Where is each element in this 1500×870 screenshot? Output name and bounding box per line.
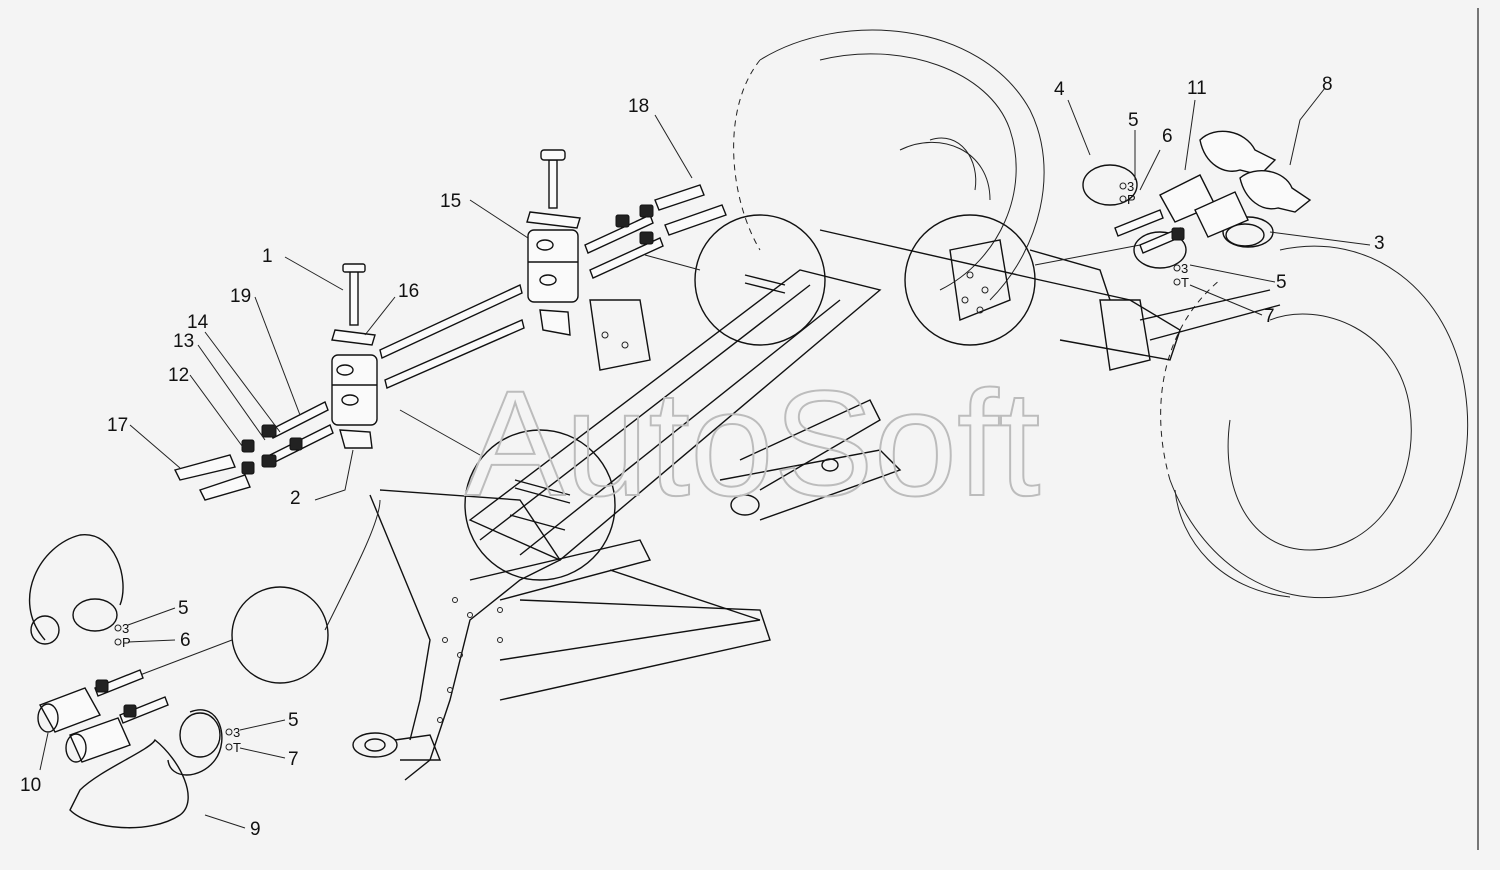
callout-5: 5 — [288, 710, 299, 731]
callout-5: 5 — [1276, 272, 1287, 293]
callout-7: 7 — [1264, 306, 1275, 327]
rear-wheel-upper — [733, 29, 1045, 301]
callout-6: 6 — [1162, 126, 1173, 147]
watermark: AutoSoft — [465, 359, 1040, 527]
callout-14: 14 — [187, 312, 209, 333]
callout-12: 12 — [168, 365, 189, 386]
callout-15: 15 — [440, 191, 461, 212]
callout-11: 11 — [1187, 78, 1207, 99]
callout-1: 1 — [262, 246, 273, 267]
callout-labels: 1 2 3 4 5 5 5 5 6 6 7 7 8 9 10 11 12 13 … — [20, 74, 1385, 840]
callout-6: 6 — [180, 630, 191, 651]
ring-mark-p: P — [122, 635, 131, 650]
callout-17: 17 — [107, 415, 128, 436]
rear-wheel-lower — [1160, 245, 1469, 599]
clamp-assembly-left — [173, 263, 525, 501]
ring-mark-t: T — [1181, 275, 1189, 290]
callout-19: 19 — [230, 286, 251, 307]
detail-circles — [139, 214, 1141, 684]
callout-3: 3 — [1374, 233, 1385, 254]
callout-10: 10 — [20, 775, 41, 796]
callout-9: 9 — [250, 819, 261, 840]
ring-mark-t: T — [233, 740, 241, 755]
trailer-chassis — [352, 229, 1281, 781]
ring-mark-3: 3 — [233, 725, 240, 740]
callout-5: 5 — [178, 598, 189, 619]
callout-leaders — [39, 87, 1371, 829]
callout-2: 2 — [290, 488, 301, 509]
clamp-assembly-right — [526, 149, 727, 336]
callout-8: 8 — [1322, 74, 1333, 95]
callout-13: 13 — [173, 331, 194, 352]
ring-mark-p: P — [1127, 192, 1136, 207]
ring-mark-3: 3 — [122, 621, 129, 636]
callout-5: 5 — [1128, 110, 1139, 131]
coupling-set-right — [1082, 130, 1312, 269]
ring-mark-3: 3 — [1127, 179, 1134, 194]
callout-18: 18 — [628, 96, 649, 117]
coupling-set-left — [28, 534, 223, 829]
ring-markings: 3 P 3 T 3 P 3 T — [114, 179, 1189, 755]
callout-7: 7 — [288, 749, 299, 770]
ring-mark-3: 3 — [1181, 261, 1188, 276]
callout-4: 4 — [1054, 79, 1065, 100]
callout-16: 16 — [398, 281, 419, 302]
